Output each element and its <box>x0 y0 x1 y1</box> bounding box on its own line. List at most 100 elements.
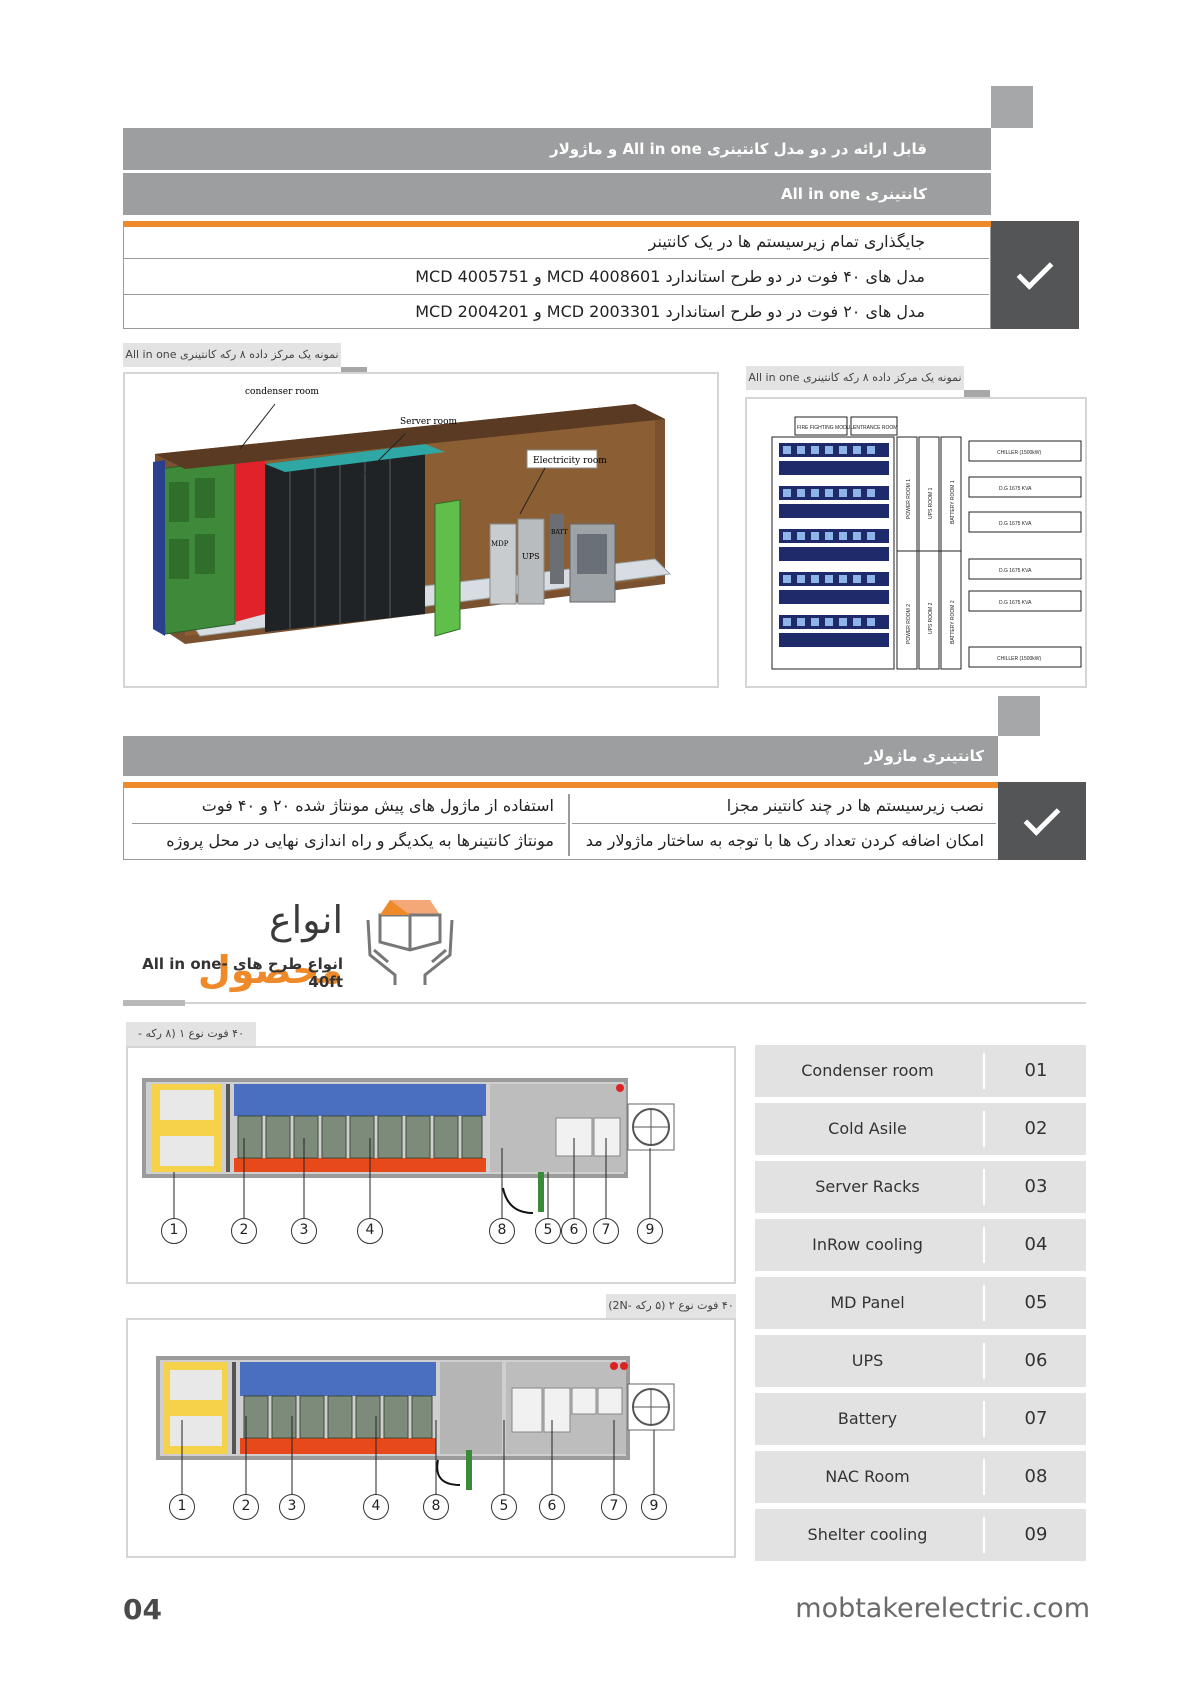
legend-label: Condenser room <box>801 1061 934 1080</box>
legend-number: 09 <box>1024 1524 1048 1545</box>
product-title: انواع محصول <box>123 895 343 992</box>
legend-number: 05 <box>1024 1292 1048 1313</box>
legend-row: Battery 07 <box>755 1393 1086 1445</box>
plan1-callout-2: 2 <box>231 1218 257 1244</box>
plan1-callout-8: 8 <box>489 1218 515 1244</box>
plan-label-fire: FIRE FIGHTING MODULE <box>797 425 857 431</box>
plan-label-battery2: BATTERY ROOM 2 <box>950 600 956 644</box>
legend-label: Server Racks <box>815 1177 920 1196</box>
website-link[interactable]: mobtakerelectric.com <box>795 1593 1090 1624</box>
legend-row: InRow cooling 04 <box>755 1219 1086 1271</box>
legend-label: MD Panel <box>830 1293 905 1312</box>
plan1-figure: 1 2 3 4 8 5 6 7 9 <box>126 1046 736 1284</box>
product-divider-accent <box>123 1000 185 1006</box>
plan2-callout-6: 6 <box>539 1494 565 1520</box>
plan2-callout-9: 9 <box>641 1494 667 1520</box>
plan1-drawing <box>142 1078 675 1218</box>
legend-label: UPS <box>851 1351 884 1370</box>
legend-number: 02 <box>1024 1118 1048 1139</box>
iso-label-mdp: MDP <box>491 540 509 548</box>
plan-label-dg1: D.G 1675 KVA <box>999 486 1032 492</box>
product-title-part2: محصول <box>197 948 343 992</box>
plan1-callout-6: 6 <box>561 1218 587 1244</box>
product-subtitle: انواع طرح های All in one-40ft <box>142 955 343 991</box>
aio-rows-box: جایگذاری تمام زیرسیستم ها در یک کانتینر … <box>123 227 991 329</box>
plan-label-entrance: ENTRANCE ROOM <box>853 425 897 431</box>
modular-corner-square <box>998 696 1040 736</box>
plan1-callout-7: 7 <box>593 1218 619 1244</box>
modular-cell-4: مونتاژ کانتینرها به یکدیگر و راه اندازی … <box>166 831 554 850</box>
legend-row: Cold Asile 02 <box>755 1103 1086 1155</box>
plan-label-ups1: UPS ROOM 1 <box>928 487 934 519</box>
plan1-callout-1: 1 <box>161 1218 187 1244</box>
legend-number: 04 <box>1024 1234 1048 1255</box>
modular-cell-3: امکان اضافه کردن تعداد رک ها با توجه به … <box>585 831 984 850</box>
plan1-callout-9: 9 <box>637 1218 663 1244</box>
iso-label-battery: BATT <box>551 529 568 536</box>
modular-check-box <box>998 782 1086 860</box>
legend-label: Shelter cooling <box>807 1525 928 1544</box>
product-hands-box-icon <box>360 880 460 990</box>
plan2-caption: ۴۰ فوت نوع ۲ (۵ رکه -2N) <box>606 1294 736 1318</box>
left-figure-caption: نمونه یک مرکز داده ۸ رکه کانتینری All in… <box>123 343 341 367</box>
aio-orange-line <box>123 221 991 227</box>
modular-cell-2: استفاده از ماژول های پیش مونتاژ شده ۲۰ و… <box>132 788 566 824</box>
right-figure-caption: نمونه یک مرکز داده ۸ رکه کانتینری All in… <box>746 366 964 390</box>
plan-label-power1: POWER ROOM 1 <box>906 479 912 519</box>
plan-label-dg2: D.G 1675 KVA <box>999 521 1032 527</box>
modular-section-bar: کانتینری ماژولار <box>123 736 998 776</box>
modular-section-title: کانتینری ماژولار <box>864 747 984 765</box>
isometric-container-drawing: condenser room Server room Electricity r… <box>153 387 672 644</box>
check-icon <box>1023 799 1061 836</box>
legend-row: Shelter cooling 09 <box>755 1509 1086 1561</box>
plan2-callout-2: 2 <box>233 1494 259 1520</box>
legend-label: Cold Asile <box>828 1119 907 1138</box>
plan-label-ups2: UPS ROOM 2 <box>928 602 934 634</box>
iso-label-electricity: Electricity room <box>533 456 607 466</box>
isometric-figure: condenser room Server room Electricity r… <box>123 372 719 688</box>
modular-orange-line <box>123 782 998 788</box>
legend-number: 07 <box>1024 1408 1048 1429</box>
legend-row: NAC Room 08 <box>755 1451 1086 1503</box>
plan1-callout-5: 5 <box>535 1218 561 1244</box>
data-center-plan-drawing: FIRE FIGHTING MODULE ENTRANCE ROOM POWER… <box>771 416 1082 670</box>
legend-number: 06 <box>1024 1350 1048 1371</box>
aio-row-1: جایگذاری تمام زیرسیستم ها در یک کانتینر <box>124 227 989 259</box>
plan-label-dg4: D.G 1675 KVA <box>999 600 1032 606</box>
legend-number: 08 <box>1024 1466 1048 1487</box>
main-title-bar: قابل ارائه در دو مدل کانتینری All in one… <box>123 128 991 170</box>
plan1-caption: ۴۰ فوت نوع ۱ (۸ رکه -N+1) <box>126 1022 256 1064</box>
plan2-callout-7: 7 <box>601 1494 627 1520</box>
legend-label: Battery <box>837 1409 898 1428</box>
legend-row: Server Racks 03 <box>755 1161 1086 1213</box>
legend-label: NAC Room <box>825 1467 910 1486</box>
product-title-part1: انواع <box>269 898 343 942</box>
plan2-callout-1: 1 <box>169 1494 195 1520</box>
corner-square-top <box>991 86 1033 128</box>
modular-divider <box>568 794 570 856</box>
modular-cell-1: نصب زیرسیستم ها در چند کانتینر مجزا <box>572 788 996 824</box>
modular-rows-box: نصب زیرسیستم ها در چند کانتینر مجزا استف… <box>123 788 998 860</box>
aio-row-3: مدل های ۲۰ فوت در دو طرح استاندارد MCD 2… <box>415 302 925 321</box>
main-title: قابل ارائه در دو مدل کانتینری All in one… <box>550 140 927 158</box>
plan2-drawing <box>156 1356 675 1494</box>
check-icon <box>1016 253 1054 290</box>
legend-row: MD Panel 05 <box>755 1277 1086 1329</box>
plan2-callout-8: 8 <box>423 1494 449 1520</box>
plan-label-chiller-bottom: CHILLER (1500kW) <box>997 656 1042 662</box>
product-divider <box>123 1002 1086 1004</box>
iso-label-server: Server room <box>400 417 458 427</box>
iso-label-ups: UPS <box>522 552 540 561</box>
plan-label-power2: POWER ROOM 2 <box>906 604 912 644</box>
aio-section-bar: کانتینری All in one <box>123 173 991 215</box>
legend-number: 03 <box>1024 1176 1048 1197</box>
legend-row: UPS 06 <box>755 1335 1086 1387</box>
legend-label: InRow cooling <box>812 1235 923 1254</box>
plan-label-battery1: BATTERY ROOM 1 <box>950 480 956 524</box>
plan2-figure: 1 2 3 4 8 5 6 7 9 <box>126 1318 736 1558</box>
plan-label-chiller-top: CHILLER (1500kW) <box>997 450 1042 456</box>
aio-check-box <box>991 221 1079 329</box>
plan1-callout-4: 4 <box>357 1218 383 1244</box>
